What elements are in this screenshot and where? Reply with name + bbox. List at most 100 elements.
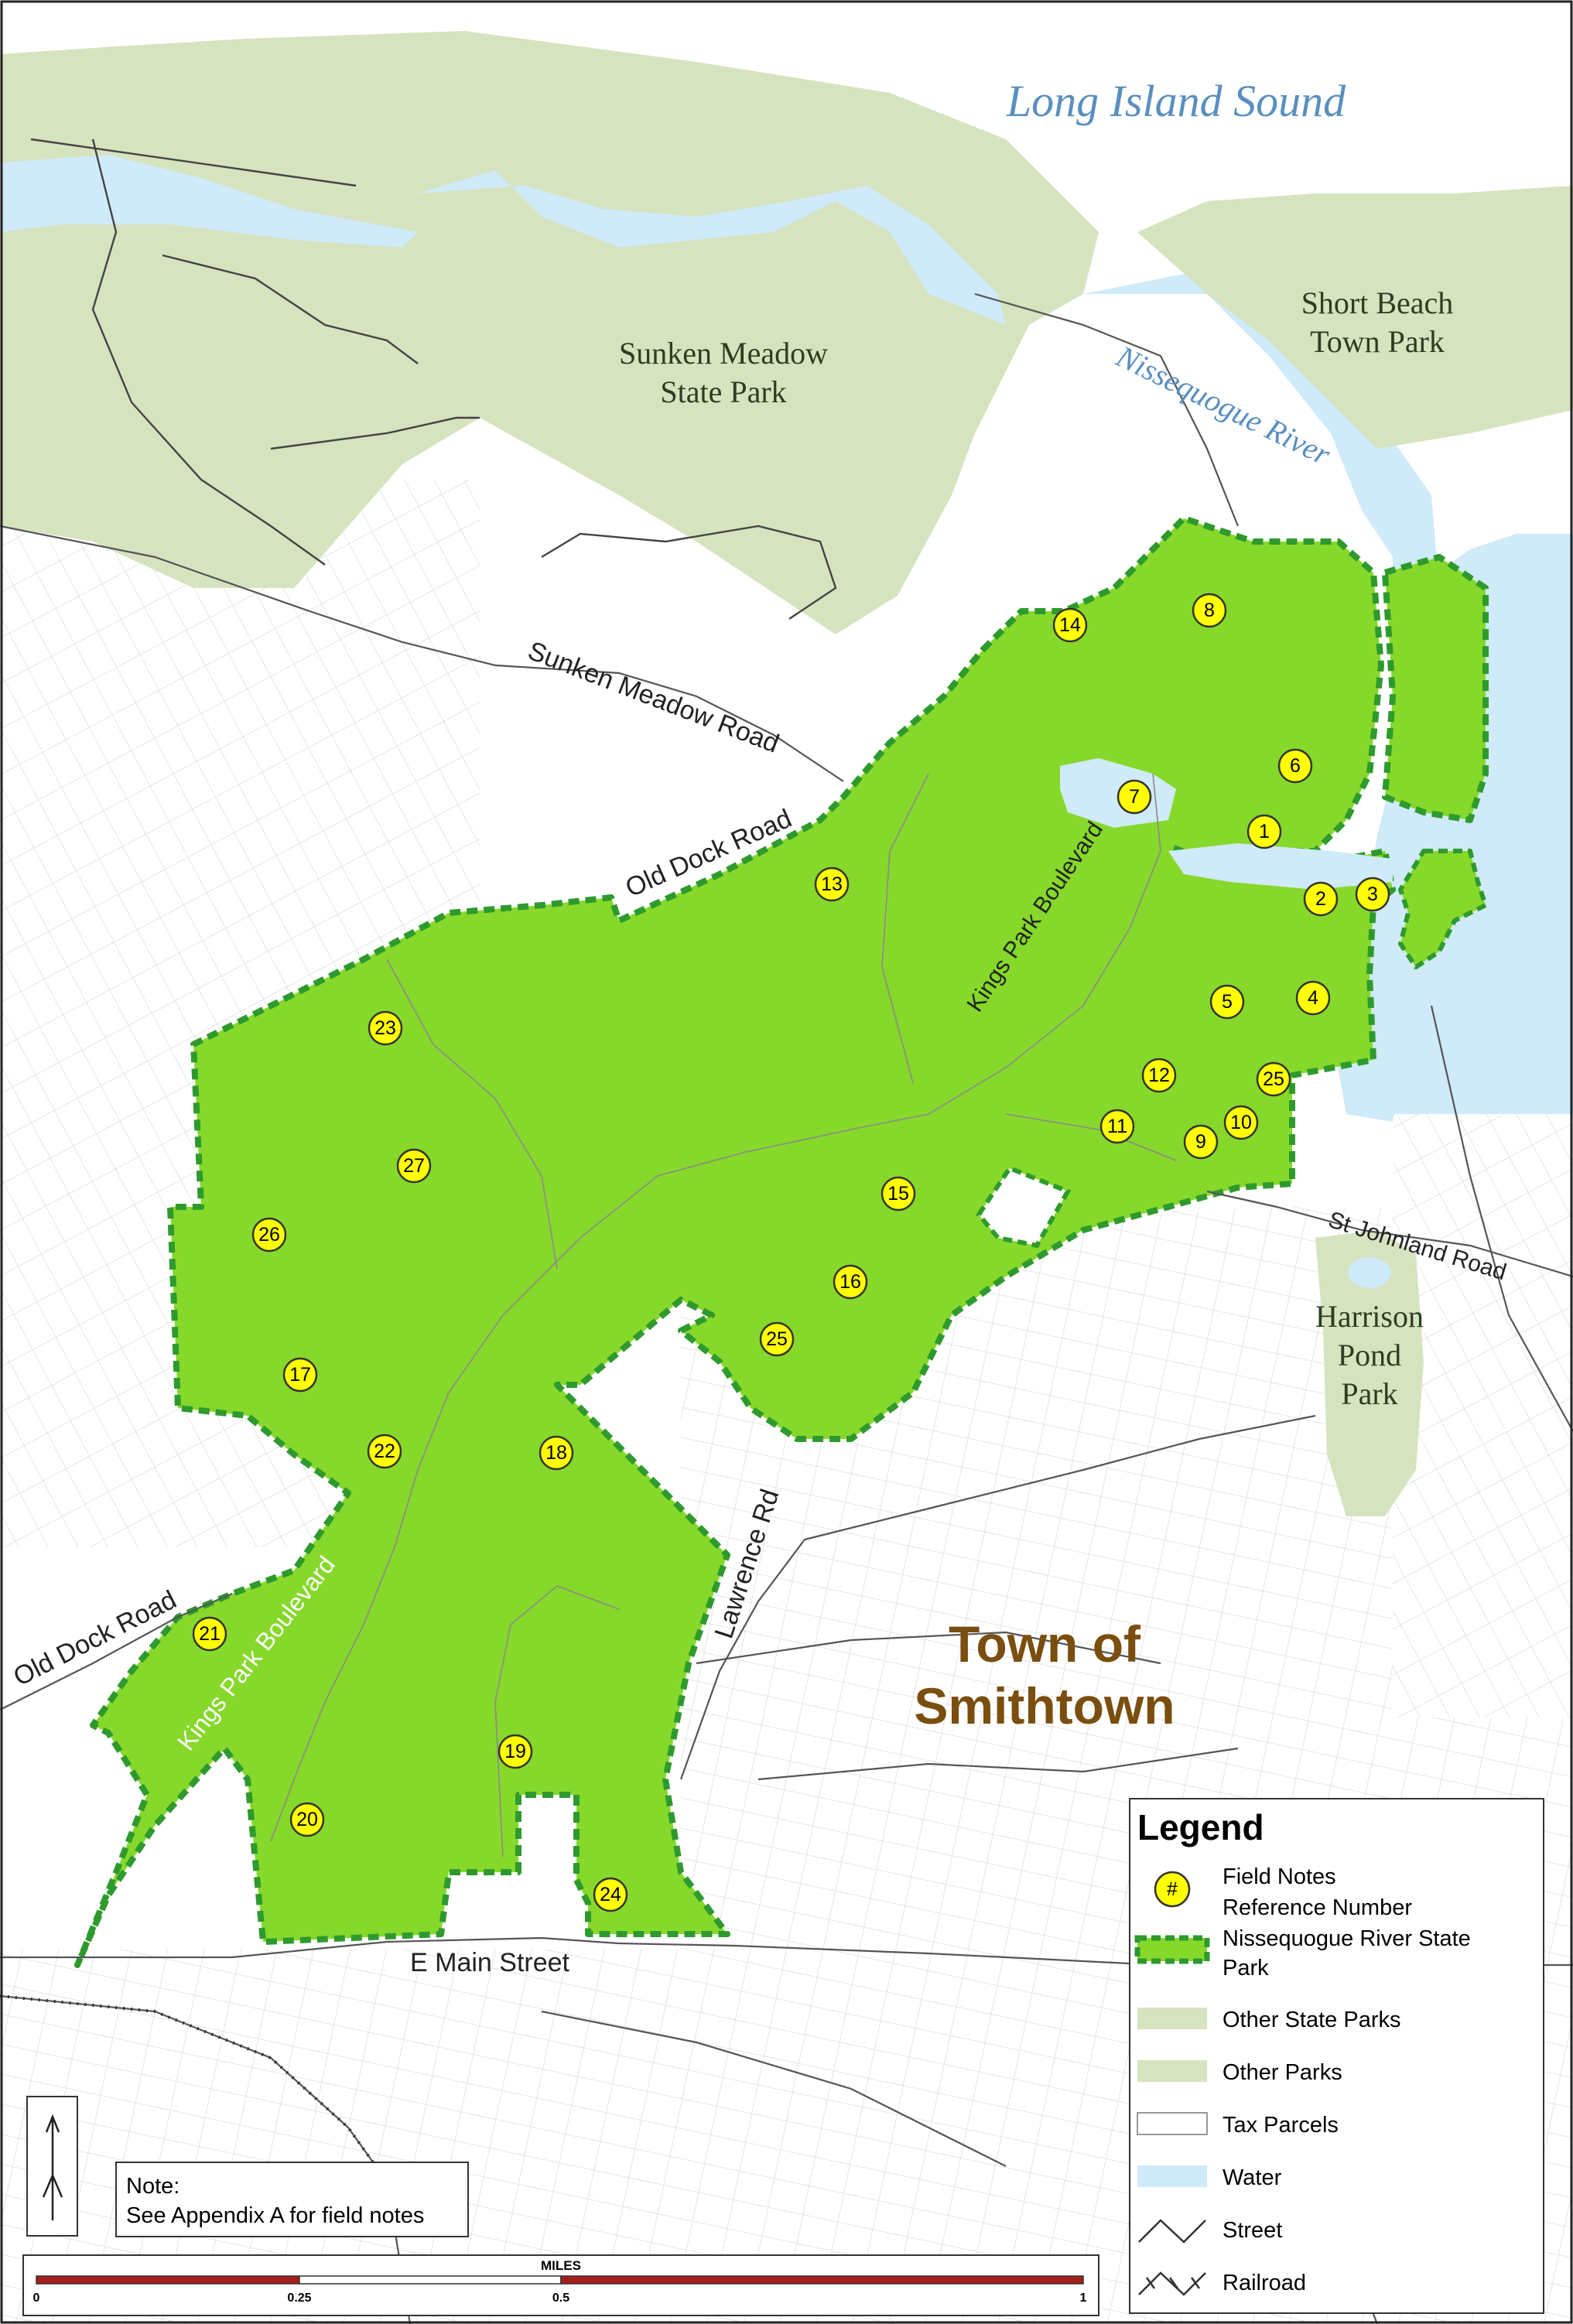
nissequogue-east-parcel	[1382, 554, 1489, 823]
field-note-marker-number: 2	[1315, 888, 1326, 910]
field-note-marker-number: 13	[821, 873, 843, 895]
field-note-marker-circle	[1295, 980, 1331, 1016]
legend-street-symbol	[1138, 2219, 1206, 2244]
note-box: Note: See Appendix A for field notes	[115, 2162, 469, 2237]
legend-field-notes-line1: Field Notes	[1222, 1864, 1336, 1889]
legend-tax-parcels-swatch	[1137, 2112, 1208, 2135]
field-note-marker: 13	[814, 866, 850, 902]
field-note-marker-number: 3	[1367, 883, 1378, 905]
field-note-marker-circle	[1256, 1061, 1291, 1097]
field-note-marker-circle	[367, 1434, 402, 1469]
legend-title: Legend	[1137, 1807, 1264, 1847]
field-note-marker: 15	[881, 1176, 916, 1212]
long-island-sound-label: Long Island Sound	[1006, 76, 1346, 126]
field-note-marker-circle	[539, 1435, 574, 1471]
park-inner-exclusion	[976, 1165, 1072, 1249]
field-note-marker-circle	[759, 1321, 795, 1357]
field-note-marker-number: 17	[289, 1364, 311, 1386]
short-beach-town-park-area	[1137, 186, 1573, 449]
town-label-line1: Town of	[949, 1615, 1141, 1673]
field-note-marker-number: 25	[1263, 1068, 1284, 1090]
field-note-marker: 24	[593, 1877, 628, 1912]
field-note-marker-number: 25	[766, 1328, 788, 1350]
field-note-marker-circle	[1303, 881, 1339, 917]
field-note-marker-number: 11	[1107, 1116, 1127, 1137]
legend-railroad-symbol	[1138, 2271, 1206, 2296]
legend-other-state-parks-label: Other State Parks	[1222, 2008, 1401, 2032]
field-note-marker-number: 14	[1059, 614, 1081, 636]
scale-tick-025: 0.25	[287, 2292, 311, 2305]
field-note-marker-circle	[1355, 877, 1390, 912]
e-main-street-label: E Main Street	[410, 1948, 570, 1977]
scale-bar-segment-3	[560, 2275, 1084, 2285]
field-note-marker: 22	[367, 1434, 402, 1469]
field-note-marker: 12	[1141, 1058, 1177, 1093]
legend-box	[1129, 1798, 1544, 2314]
park-trails	[270, 773, 1177, 1857]
short-beach-label-line1: Short Beach	[1301, 285, 1454, 320]
scale-bar: MILES 0 0.25 0.5 1	[22, 2254, 1099, 2316]
scale-bar-title: MILES	[541, 2258, 581, 2273]
legend-other-parks-label: Other Parks	[1222, 2060, 1342, 2085]
note-title: Note:	[126, 2174, 180, 2199]
legend-water-label: Water	[1222, 2165, 1282, 2190]
legend-railroad-label: Railroad	[1222, 2271, 1306, 2295]
legend-other-parks-swatch	[1137, 2060, 1207, 2082]
field-note-marker-circle	[814, 866, 850, 902]
field-note-marker-number: 12	[1148, 1065, 1170, 1086]
field-note-marker: 18	[539, 1435, 574, 1471]
north-arrow	[26, 2096, 78, 2237]
town-label-line2: Smithtown	[914, 1677, 1175, 1734]
harrison-pond-label-line1: Harrison	[1315, 1299, 1424, 1334]
note-text: See Appendix A for field notes	[126, 2203, 424, 2228]
scale-bar-segment-2	[299, 2275, 562, 2285]
field-note-marker: 3	[1355, 877, 1390, 912]
legend: Legend # Field Notes Reference Number Ni…	[1129, 1798, 1544, 2314]
field-note-marker: 11	[1099, 1109, 1135, 1144]
sunken-meadow-trails	[30, 138, 837, 620]
field-note-marker: 6	[1277, 748, 1313, 784]
tax-parcels-se	[1393, 1099, 1573, 1717]
scale-tick-05: 0.5	[552, 2292, 569, 2305]
field-note-marker-circle	[1116, 779, 1152, 815]
field-note-marker-circle	[251, 1217, 287, 1253]
legend-other-state-parks-swatch	[1137, 2008, 1207, 2029]
field-note-marker-circle	[881, 1176, 916, 1212]
field-note-marker: 5	[1209, 984, 1245, 1020]
legend-water-swatch	[1137, 2165, 1207, 2187]
field-note-marker: 27	[396, 1148, 432, 1184]
legend-nissequogue-line2: Park	[1222, 1956, 1269, 1981]
field-note-marker-circle	[833, 1264, 868, 1300]
north-arrow-icon	[42, 2114, 63, 2220]
short-beach-label-line2: Town Park	[1310, 324, 1445, 359]
field-note-marker-circle	[192, 1616, 227, 1652]
field-note-marker-number: 27	[403, 1155, 425, 1177]
scale-tick-0: 0	[33, 2292, 40, 2305]
field-note-marker-number: 4	[1308, 987, 1318, 1009]
field-note-marker: 25	[1256, 1061, 1291, 1097]
field-note-marker-circle	[396, 1148, 432, 1184]
field-note-marker-number: 8	[1204, 600, 1215, 621]
field-note-marker-number: 18	[545, 1442, 567, 1464]
field-note-marker: 21	[192, 1616, 227, 1652]
sunken-meadow-label-line2: State Park	[660, 374, 786, 409]
field-note-marker-circle	[498, 1734, 533, 1769]
field-note-marker-circle	[1223, 1105, 1259, 1140]
park-inlet	[1168, 843, 1393, 890]
field-note-marker-number: 21	[199, 1623, 221, 1645]
field-note-marker: 10	[1223, 1105, 1259, 1140]
field-note-marker: 17	[282, 1357, 318, 1393]
field-note-marker: 23	[368, 1010, 403, 1046]
field-note-marker: 1	[1246, 814, 1282, 849]
field-note-marker-circle	[1141, 1058, 1177, 1093]
scale-bar-segment-1	[36, 2275, 300, 2285]
harrison-pond-label-line3: Park	[1341, 1376, 1397, 1411]
scale-tick-1: 1	[1080, 2292, 1087, 2305]
harrison-pond-water	[1348, 1257, 1391, 1288]
field-note-marker: 7	[1116, 779, 1152, 815]
sunken-meadow-label-line1: Sunken Meadow	[619, 336, 828, 371]
field-note-marker-number: 19	[504, 1741, 526, 1762]
field-note-marker-circle	[289, 1802, 325, 1837]
field-note-marker-number: 15	[887, 1183, 909, 1205]
